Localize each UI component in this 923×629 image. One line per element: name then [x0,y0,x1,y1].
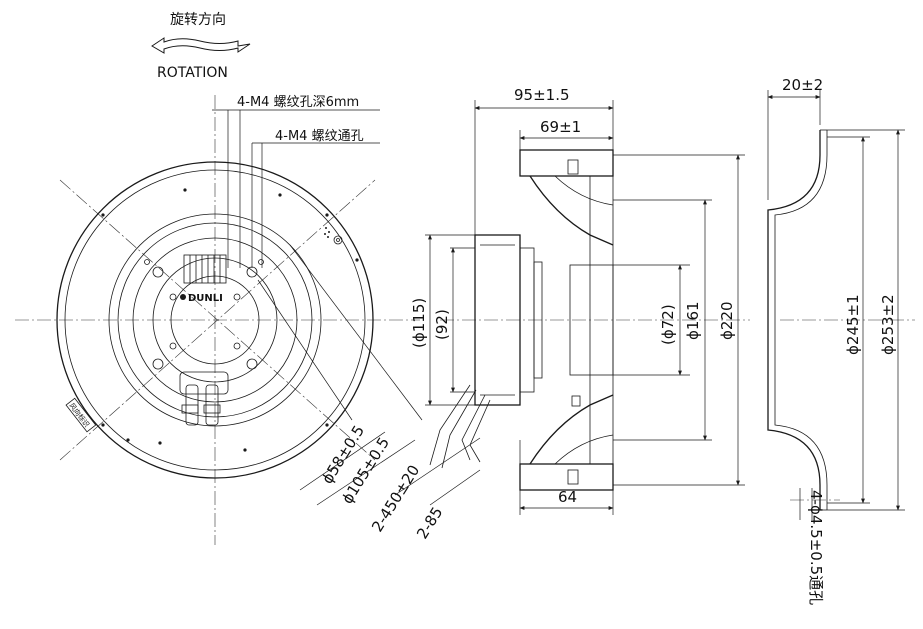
side-width-dims [474,100,614,515]
rotation-indicator: 旋转方向 ROTATION [151,12,251,81]
rim-holes [101,188,359,452]
dim-mounting-holes: 4-ϕ4.5±0.5通孔 [807,490,825,605]
dim-rotor-width: 69±1 [540,118,581,136]
rotation-label-cn: 旋转方向 [170,12,226,28]
flange-view: 20±2 ϕ245±1 ϕ253±2 4-ϕ4.5±0.5通孔 [767,76,915,605]
motor-body [474,234,543,406]
inlet-ring-profile [767,129,828,511]
dim-cable-length: 2-450±20 [368,462,423,535]
dim-motor-height: 64 [558,488,577,506]
rotation-arrow-icon [151,37,251,54]
label-dots [324,227,330,238]
dim-overall-width: 95±1.5 [514,86,570,104]
cable-glands [179,371,229,426]
dim-d220: ϕ220 [718,301,736,340]
side-vertical-dims [425,154,745,486]
brand-logo: DUNLI [188,293,223,304]
brand-logo-mark [180,294,186,300]
dim-cable-strip: 2-85 [413,504,446,542]
dim-d161: ϕ161 [684,301,702,340]
side-view: 95±1.5 69±1 64 [410,86,750,515]
diagonal-dimensions [257,244,481,506]
mounting-screws [144,259,264,370]
dim-flange-width: 20±2 [782,76,823,94]
callout-threaded-through: 4-M4 螺纹通孔 [275,129,364,144]
dim-d253: ϕ253±2 [879,294,897,355]
dim-d92: (92) [433,309,451,340]
cooling-fins [183,254,227,284]
impeller [519,149,614,491]
rotation-label-en: ROTATION [157,65,228,81]
dim-d72: (ϕ72) [659,304,677,345]
dim-d245: ϕ245±1 [844,294,862,355]
callout-leaders [212,109,380,268]
cable [429,384,491,469]
dim-d115: (ϕ115) [410,298,428,348]
callout-threaded-blind: 4-M4 螺纹孔深6mm [237,95,359,110]
